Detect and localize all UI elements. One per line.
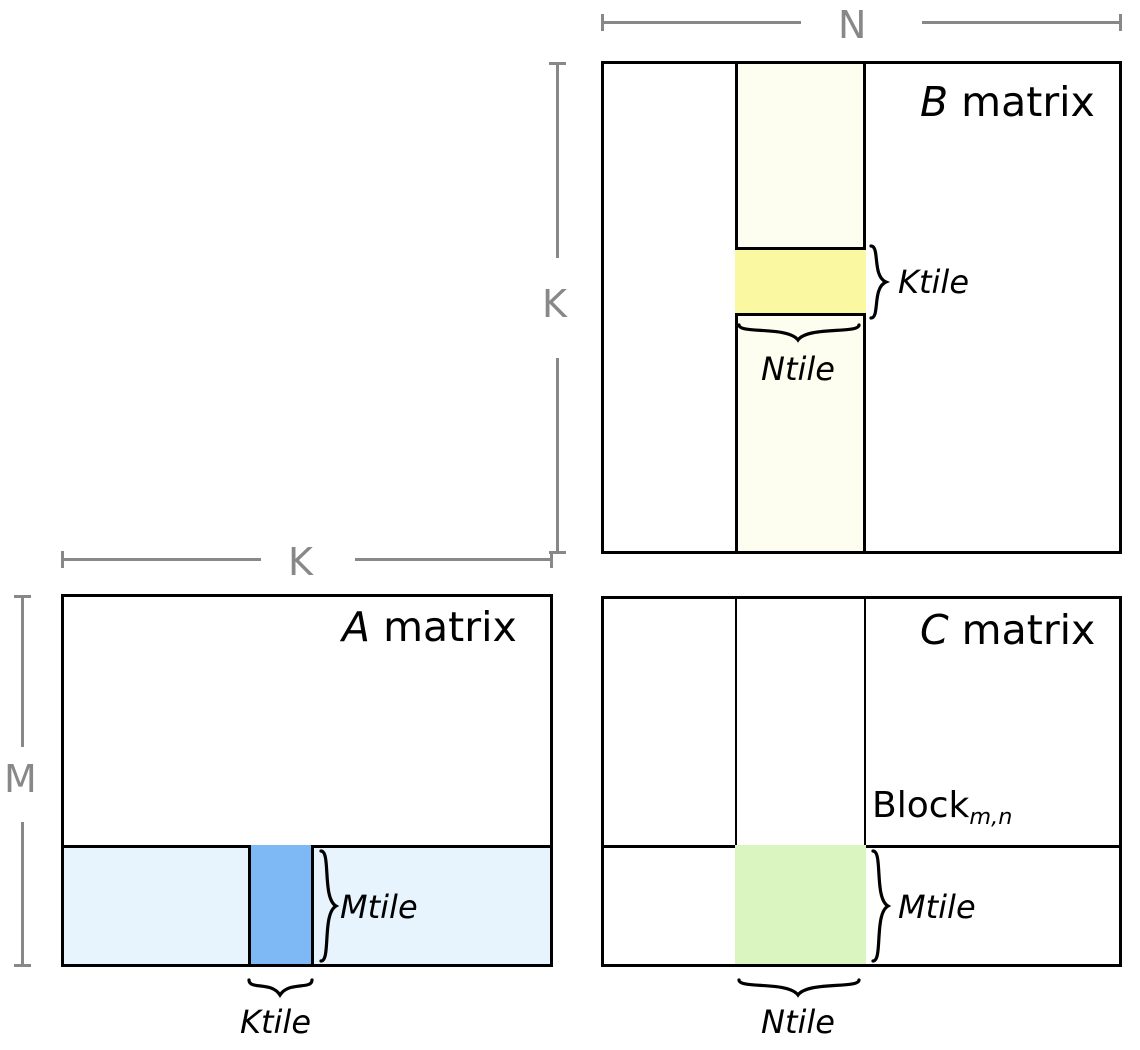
b-ntile-brace: [736, 320, 862, 346]
c-matrix-tile: [735, 845, 866, 964]
c-block-label: Blockm,n: [872, 785, 1012, 828]
n-dim-line-left: [601, 21, 801, 24]
c-ntile-label: Ntile: [761, 1003, 835, 1041]
c-matrix-column-divider-right: [864, 599, 866, 964]
b-matrix-title-symbol: B: [920, 78, 949, 126]
a-mtile-label: Mtile: [340, 888, 418, 926]
c-ntile-brace: [736, 975, 862, 1001]
k-vert-dim-line-bottom: [556, 358, 559, 554]
a-matrix-box: [61, 594, 553, 967]
c-matrix-box: [601, 596, 1122, 967]
a-matrix-title-symbol: A: [342, 603, 371, 651]
k-horz-dim-line-left: [61, 558, 261, 561]
m-dim-line-bottom: [21, 822, 24, 967]
c-matrix-column-divider-left: [735, 599, 737, 964]
n-dim-cap-right: [1119, 14, 1122, 31]
c-block-label-main: Block: [872, 785, 970, 826]
c-block-label-subscript: m,n: [969, 803, 1013, 830]
b-matrix-box: [601, 61, 1122, 554]
n-dim-line-right: [922, 21, 1122, 24]
a-ktile-brace: [246, 975, 316, 1001]
a-mtile-brace: [316, 848, 342, 964]
n-dim-label: N: [838, 3, 867, 47]
k-horz-dim-cap-right: [550, 551, 553, 568]
c-matrix-title-word: matrix: [948, 606, 1096, 654]
a-matrix-tile: [248, 845, 314, 964]
m-dim-cap-bottom: [14, 964, 31, 967]
b-matrix-title: B matrix: [920, 82, 1095, 123]
k-vert-dim-label: K: [542, 282, 567, 326]
k-vert-dim-line-top: [556, 62, 559, 258]
b-ntile-label: Ntile: [761, 350, 835, 388]
c-matrix-title-symbol: C: [920, 606, 949, 654]
a-ktile-label: Ktile: [240, 1003, 311, 1041]
c-matrix-title: C matrix: [920, 610, 1095, 651]
a-matrix-title: A matrix: [342, 607, 517, 648]
b-ktile-label: Ktile: [898, 263, 969, 301]
m-dim-line-top: [21, 595, 24, 747]
b-matrix-title-word: matrix: [948, 78, 1095, 126]
k-horz-dim-line-right: [355, 558, 553, 561]
c-mtile-brace: [868, 848, 894, 964]
k-vert-dim-cap-bottom: [549, 551, 566, 554]
c-mtile-label: Mtile: [898, 888, 976, 926]
k-horz-dim-label: K: [288, 540, 313, 584]
a-matrix-title-word: matrix: [370, 603, 517, 651]
b-ktile-brace: [866, 243, 892, 321]
b-matrix-tile: [735, 247, 866, 316]
m-dim-label: M: [4, 757, 37, 801]
